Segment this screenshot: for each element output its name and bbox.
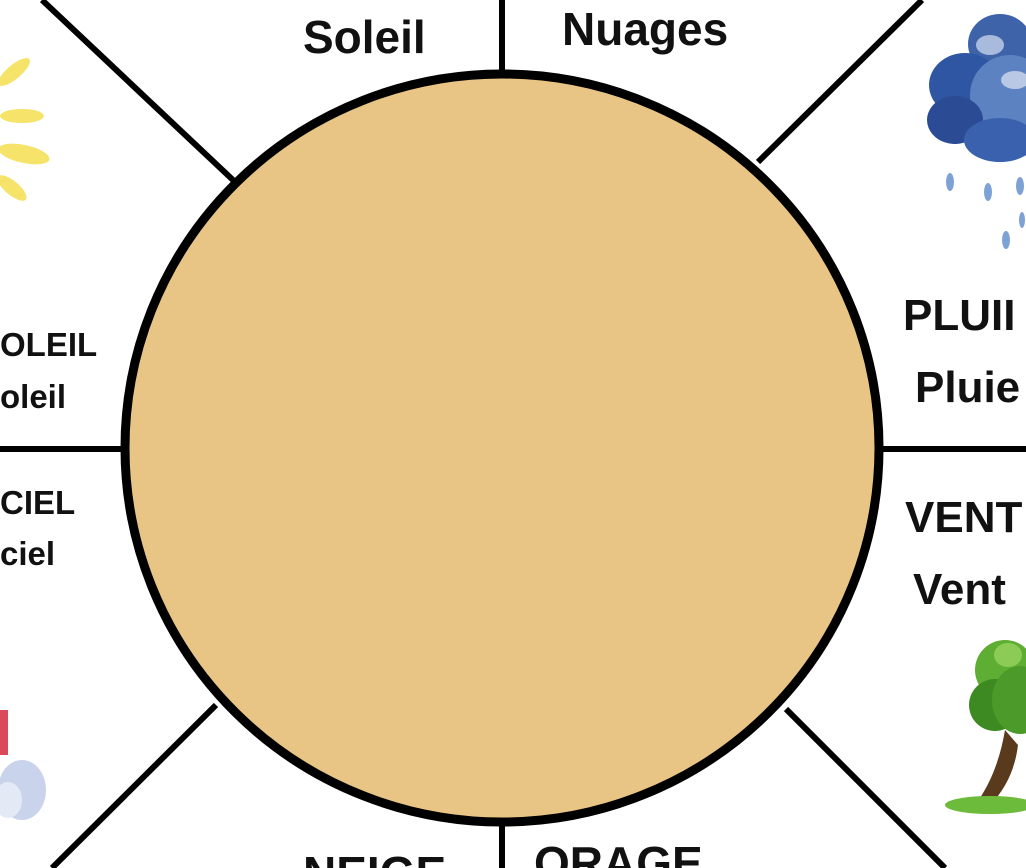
wheel-center [120,69,884,827]
sun-icon [0,58,50,201]
label-nuages-top: Nuages [562,3,729,55]
label-neige: NEIGE [303,850,446,868]
label-pluie-title: PLUII [903,291,1016,340]
label-soleil-title: OLEIL [0,326,98,363]
label-pluie-name: Pluie [915,363,1021,412]
rain-cloud-icon [927,14,1026,249]
divider-bottom-right [783,706,948,868]
divider-top-right [755,0,925,165]
rainbow-cloud-icon [0,710,46,820]
label-soleil-top: Soleil [303,11,426,63]
label-vent-name: Vent [913,565,1006,614]
label-arc-en-ciel-name: ciel [0,535,56,572]
label-vent-title: VENT [905,493,1023,542]
label-arc-en-ciel-title: CIEL [0,484,76,521]
tree-icon [945,640,1026,814]
divider-top-left [39,0,236,183]
label-soleil-name: oleil [0,378,67,415]
divider-bottom-left [49,702,219,868]
label-orage: ORAGE [534,837,703,868]
